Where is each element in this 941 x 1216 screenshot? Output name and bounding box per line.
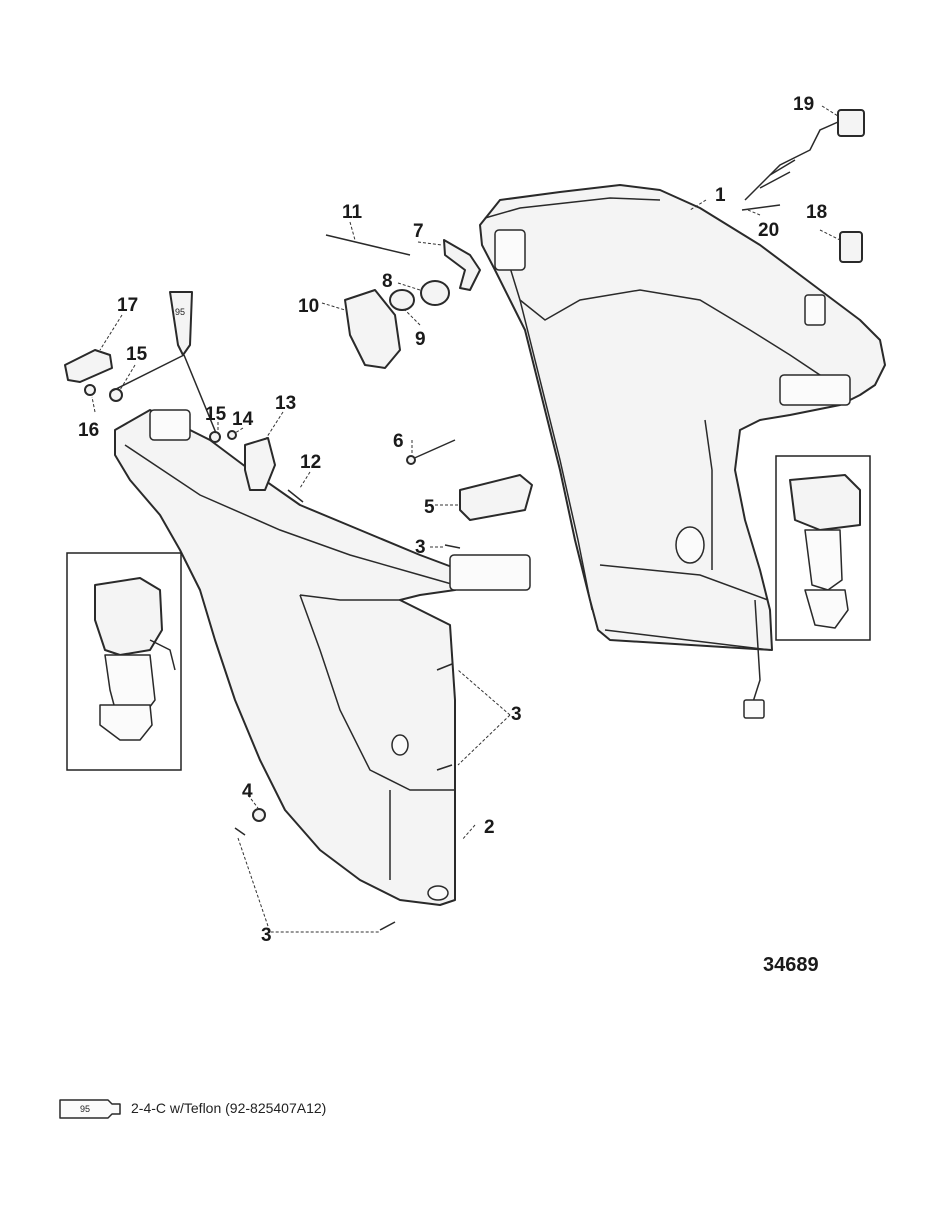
callout-9: 9 <box>415 329 426 350</box>
legend-tube-label: 95 <box>80 1104 90 1114</box>
callout-3-c: 3 <box>261 925 272 946</box>
callout-10: 10 <box>298 296 319 317</box>
callout-6: 6 <box>393 431 404 452</box>
callout-7: 7 <box>413 221 424 242</box>
callout-1: 1 <box>715 185 726 206</box>
legend: 95 2-4-C w/Teflon (92-825407A12) <box>59 1099 326 1119</box>
callout-4: 4 <box>242 781 253 802</box>
callout-8: 8 <box>382 271 393 292</box>
callout-13: 13 <box>275 393 296 414</box>
callout-19: 19 <box>793 94 814 115</box>
callout-12: 12 <box>300 452 321 473</box>
callout-14: 14 <box>232 409 254 430</box>
callout-17: 17 <box>117 295 138 316</box>
diagram-reference-number: 34689 <box>763 954 819 976</box>
inset-left-motor-view <box>66 552 182 771</box>
leader-lines <box>91 105 841 933</box>
callout-15-b: 15 <box>205 404 227 425</box>
callout-labels: 1 2 3 3 3 4 5 6 7 8 9 10 11 12 13 14 15 … <box>78 94 827 946</box>
part-2-left-cowl <box>114 409 531 906</box>
callout-2: 2 <box>484 817 495 838</box>
callout-18: 18 <box>806 202 827 223</box>
sealant-tube-icon <box>59 1099 121 1119</box>
callout-3-b: 3 <box>415 537 426 558</box>
callout-15-a: 15 <box>126 344 148 365</box>
legend-text: 2-4-C w/Teflon (92-825407A12) <box>131 1100 326 1116</box>
callout-5: 5 <box>424 497 435 518</box>
callout-20: 20 <box>758 220 779 241</box>
part-1-right-cowl <box>479 184 886 719</box>
small-hardware: 95 <box>64 109 865 931</box>
callout-11: 11 <box>342 202 363 223</box>
callout-3-a: 3 <box>511 704 522 725</box>
sealant-tube-label: 95 <box>175 307 185 317</box>
inset-right-motor-view <box>775 455 871 641</box>
callout-16: 16 <box>78 420 99 441</box>
